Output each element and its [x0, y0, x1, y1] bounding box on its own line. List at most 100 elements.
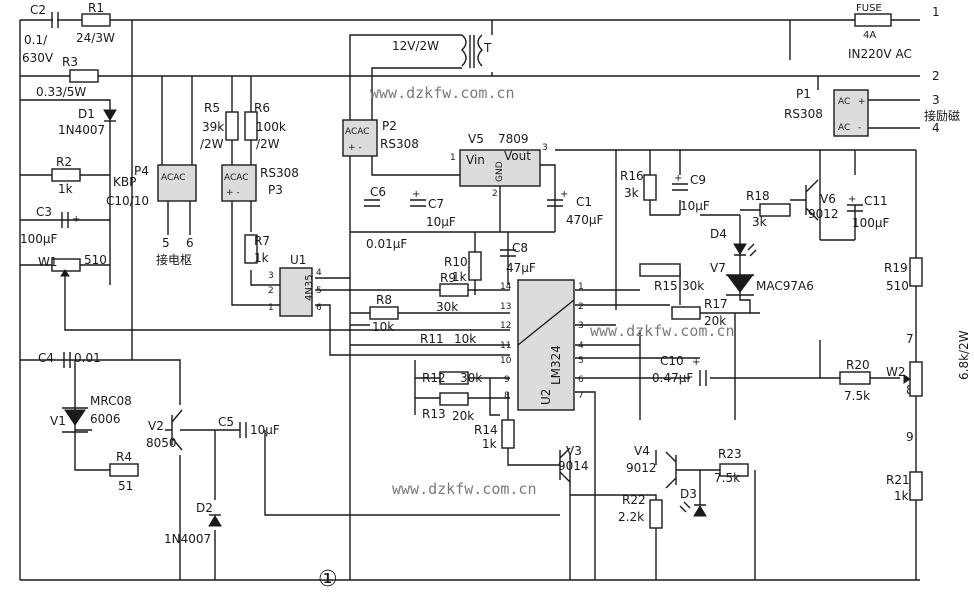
svg-text:MRC08: MRC08 [90, 394, 132, 408]
r1-resistor: R1 24/3W [76, 1, 115, 45]
svg-text:1: 1 [578, 282, 584, 292]
svg-text:C11: C11 [864, 194, 888, 208]
svg-text:Vin: Vin [466, 153, 485, 167]
svg-text:C1: C1 [576, 195, 592, 209]
svg-text:+ -: + - [226, 188, 240, 198]
svg-text:D2: D2 [196, 501, 213, 515]
svg-text:2: 2 [492, 189, 498, 199]
svg-text:R5: R5 [204, 101, 220, 115]
r17-resistor: R17 20k [671, 297, 728, 328]
svg-text:2: 2 [268, 286, 274, 296]
r18-resistor: R18 3k [746, 189, 791, 229]
c7-capacitor: + C7 10μF [410, 189, 456, 229]
svg-text:RS308: RS308 [784, 107, 823, 121]
svg-text:R22: R22 [622, 493, 646, 507]
svg-text:P2: P2 [382, 119, 397, 133]
svg-text:RS308: RS308 [260, 166, 299, 180]
c2-capacitor: C2 0.1/ 630V [22, 3, 59, 65]
svg-text:①: ① [318, 567, 338, 592]
svg-text:6006: 6006 [90, 412, 121, 426]
svg-text:+ -: + - [348, 143, 362, 153]
c10-capacitor: C10 + 0.47μF [652, 354, 707, 386]
svg-text:20k: 20k [704, 314, 726, 328]
r7-resistor: R7 1k [244, 234, 270, 265]
u2-lm324: LM324 U2 14 13 12 11 10 9 8 1 2 3 4 5 6 … [500, 279, 584, 411]
node-4: 4 [932, 121, 940, 135]
fuse: FUSE 4A IN220V AC [848, 3, 912, 61]
c3-capacitor: C3 100μF + [20, 205, 80, 246]
svg-text:12V/2W: 12V/2W [392, 39, 439, 53]
svg-text:1: 1 [268, 303, 274, 313]
svg-text:D4: D4 [710, 227, 727, 241]
v3-transistor: V3 9014 [555, 444, 589, 483]
svg-text:10μF: 10μF [426, 215, 456, 229]
svg-text:KBP: KBP [113, 175, 136, 189]
figure-marker: ① [318, 567, 338, 592]
svg-text:R21: R21 [886, 473, 910, 487]
ac-input-label: IN220V AC [848, 47, 912, 61]
svg-text:0.1/: 0.1/ [24, 33, 48, 47]
u1-optocoupler: 4N35 U1 3 2 1 4 5 6 [268, 253, 322, 317]
svg-text:V4: V4 [634, 444, 650, 458]
svg-text:0.33/5W: 0.33/5W [36, 85, 86, 99]
svg-text:+: + [692, 357, 700, 368]
svg-text:V7: V7 [710, 261, 726, 275]
svg-text:V2: V2 [148, 419, 164, 433]
svg-text:1k: 1k [894, 489, 909, 503]
svg-text:T: T [483, 41, 492, 55]
r12-resistor: R12 30k [422, 371, 482, 385]
svg-text:+: + [858, 97, 866, 107]
svg-text:14: 14 [500, 282, 512, 292]
svg-text:Vout: Vout [504, 149, 531, 163]
svg-text:39k: 39k [202, 120, 224, 134]
p2-bridge: ACAC + - P2 RS308 [342, 119, 419, 157]
svg-text:11: 11 [500, 341, 511, 351]
svg-text:630V: 630V [22, 51, 54, 65]
svg-text:ACAC: ACAC [224, 173, 249, 183]
svg-text:V3: V3 [566, 444, 582, 458]
svg-text:R6: R6 [254, 101, 270, 115]
svg-text:10: 10 [500, 356, 512, 366]
r14-resistor: R14 1k [474, 419, 515, 451]
svg-text:6.8k/2W: 6.8k/2W [957, 330, 971, 380]
v1-triac: V1 MRC08 6006 [50, 394, 132, 433]
svg-text:P1: P1 [796, 87, 811, 101]
svg-text:3k: 3k [624, 186, 639, 200]
watermark-3: www.dzkfw.com.cn [392, 480, 537, 498]
node-2: 2 [932, 69, 940, 83]
svg-text:R2: R2 [56, 155, 72, 169]
svg-text:100μF: 100μF [852, 216, 890, 230]
svg-text:4: 4 [578, 341, 584, 351]
svg-text:FUSE: FUSE [856, 3, 882, 14]
svg-text:R17: R17 [704, 297, 728, 311]
svg-text:0.47μF: 0.47μF [652, 371, 693, 385]
svg-text:R23: R23 [718, 447, 742, 461]
svg-text:R1: R1 [88, 1, 104, 15]
r22-resistor: R22 2.2k [618, 493, 663, 529]
svg-text:D3: D3 [680, 487, 697, 501]
svg-text:R11: R11 [420, 332, 444, 346]
svg-text:12: 12 [500, 321, 511, 331]
svg-text:3: 3 [268, 271, 274, 281]
r21-resistor: R21 1k [886, 471, 923, 503]
r4-resistor: R4 51 [109, 450, 139, 493]
svg-text:8: 8 [504, 391, 510, 401]
c1-capacitor: + C1 470μF [547, 189, 604, 227]
svg-text:V1: V1 [50, 414, 66, 428]
c4-capacitor: C4 0.01 [38, 351, 101, 368]
p4-bridge: ACAC P4 5 6 接电枢 [134, 164, 197, 267]
svg-text:24/3W: 24/3W [76, 31, 115, 45]
svg-text:R4: R4 [116, 450, 132, 464]
svg-text:MAC97A6: MAC97A6 [756, 279, 814, 293]
svg-text:9014: 9014 [558, 459, 589, 473]
svg-text:V5: V5 [468, 132, 484, 146]
svg-text:P3: P3 [268, 183, 283, 197]
v2-transistor: V2 8050 [146, 409, 183, 451]
r15-resistor: R15 30k [639, 263, 704, 293]
svg-text:C7: C7 [428, 197, 444, 211]
svg-text:+: + [848, 194, 856, 205]
svg-text:P4: P4 [134, 164, 149, 178]
svg-text:R14: R14 [474, 423, 498, 437]
svg-text:AC: AC [838, 97, 850, 107]
svg-text:5: 5 [578, 356, 584, 366]
